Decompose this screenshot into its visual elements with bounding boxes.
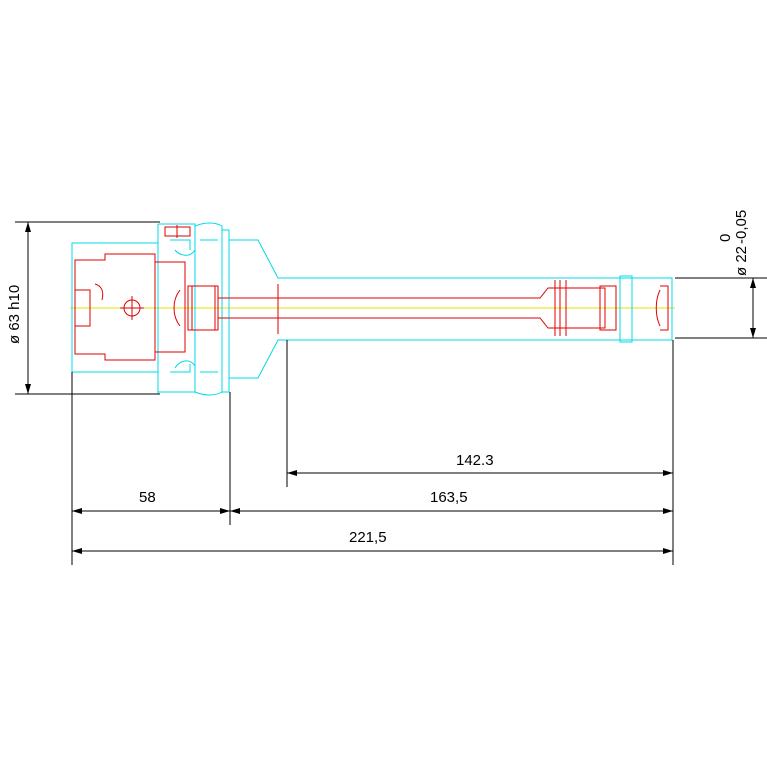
length-58-label: 58 bbox=[139, 489, 156, 506]
length-142-label: 142.3 bbox=[456, 452, 494, 469]
holder-outline bbox=[71, 222, 673, 396]
holder-internals bbox=[74, 225, 669, 361]
length-221-label: 221,5 bbox=[349, 529, 387, 546]
shank-diameter-label: ø 22 bbox=[733, 246, 750, 276]
dimensions bbox=[15, 221, 767, 565]
length-163-label: 163,5 bbox=[430, 489, 468, 506]
flange-diameter-label: ø 63 h10 bbox=[6, 285, 23, 344]
shank-tolerance-upper: 0 bbox=[717, 234, 734, 242]
shank-tolerance-lower: -0,05 bbox=[733, 210, 750, 244]
